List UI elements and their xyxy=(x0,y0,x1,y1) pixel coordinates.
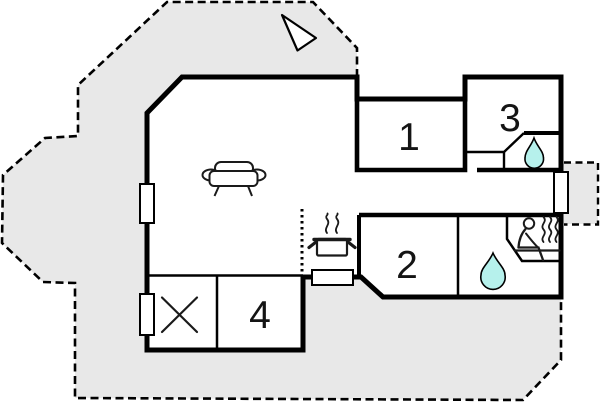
windows xyxy=(139,171,569,336)
sofa-seat xyxy=(208,170,259,187)
sauna-person-back xyxy=(517,227,527,249)
sofa-leg-left xyxy=(213,185,220,197)
crossed-box-icon xyxy=(160,296,199,334)
plot-boundary-dashed xyxy=(0,0,563,402)
sofa-leg-right xyxy=(247,185,253,197)
stove-handle-right xyxy=(346,240,357,250)
terrace-annex-border-dashed xyxy=(564,161,600,226)
sauna-person-head xyxy=(522,217,536,230)
room-labels: 1 2 3 4 xyxy=(249,97,521,337)
stove-handle-left xyxy=(307,240,318,250)
north-arrow-icon xyxy=(280,13,318,52)
sofa-icon xyxy=(201,161,267,197)
room-label-1: 1 xyxy=(398,116,420,159)
room-label-4: 4 xyxy=(249,294,271,337)
stove-pot xyxy=(315,237,349,257)
room-label-3: 3 xyxy=(499,97,521,140)
water-drop-large-icon xyxy=(480,250,506,291)
window-left-lower xyxy=(139,293,155,336)
room1-walls xyxy=(354,77,468,173)
stove-icon xyxy=(307,212,357,257)
room-label-2: 2 xyxy=(396,244,418,287)
sauna-steam xyxy=(541,216,559,243)
window-south xyxy=(311,269,354,286)
sauna-icon xyxy=(513,216,561,262)
stove-steam xyxy=(325,212,340,234)
sauna-person-legs xyxy=(517,246,545,262)
water-drop-small-icon xyxy=(524,135,545,169)
interior-walls xyxy=(147,77,561,350)
window-right xyxy=(553,171,569,214)
sauna-person-arm xyxy=(525,232,539,248)
window-left-upper xyxy=(139,183,155,224)
